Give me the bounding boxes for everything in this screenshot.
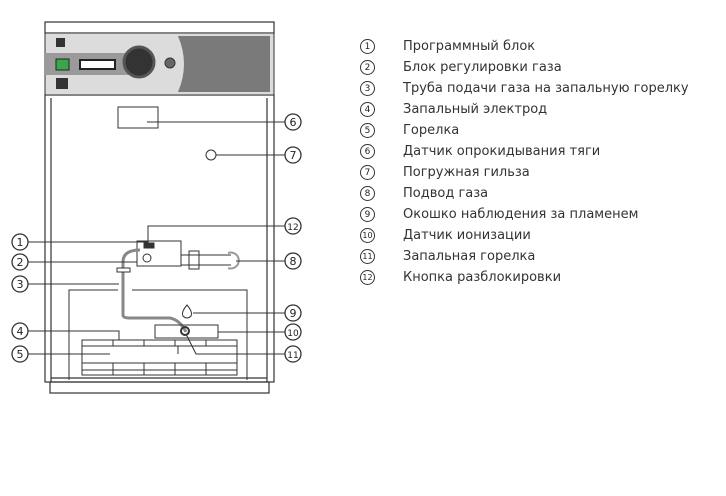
- callout-3: 3: [11, 275, 29, 293]
- boiler-body: [44, 94, 275, 383]
- control-panel: [44, 32, 275, 96]
- boiler-top-cap: [44, 21, 275, 34]
- green-switch-icon: [55, 58, 70, 71]
- display-icon: [79, 59, 116, 70]
- observation-window: [182, 304, 192, 319]
- svg-text:11: 11: [287, 351, 298, 361]
- svg-text:3: 3: [17, 278, 24, 291]
- svg-text:9: 9: [290, 307, 297, 320]
- callout-10: 10: [284, 323, 302, 341]
- callout-4: 4: [11, 322, 29, 340]
- callout-1: 1: [11, 233, 29, 251]
- callout-12: 12: [284, 217, 302, 235]
- svg-text:2: 2: [17, 256, 24, 269]
- svg-text:1: 1: [17, 236, 24, 249]
- svg-text:12: 12: [287, 223, 298, 233]
- boiler-plinth: [49, 381, 270, 394]
- callout-11: 11: [284, 345, 302, 363]
- immersion-sleeve: [205, 149, 217, 161]
- svg-text:5: 5: [17, 348, 24, 361]
- temperature-knob-icon: [122, 45, 156, 79]
- svg-text:8: 8: [290, 255, 297, 268]
- pilot-gas-pipe: [121, 248, 188, 333]
- callout-8: 8: [284, 252, 302, 270]
- svg-text:4: 4: [17, 325, 24, 338]
- manometer-icon: [164, 57, 176, 69]
- draught-sensor: [117, 106, 159, 129]
- callout-5: 5: [11, 345, 29, 363]
- boiler-diagram: 1 2 3 4 5 6 7 12 8 9 10 11: [11, 21, 302, 394]
- callout-7: 7: [284, 146, 302, 164]
- svg-text:7: 7: [290, 149, 297, 162]
- callout-6: 6: [284, 113, 302, 131]
- svg-text:10: 10: [287, 329, 299, 339]
- mains-switch-icon: [56, 38, 65, 47]
- callout-2: 2: [11, 253, 29, 271]
- callout-9: 9: [284, 304, 302, 322]
- svg-text:6: 6: [290, 116, 297, 129]
- reset-switch-icon: [56, 78, 68, 89]
